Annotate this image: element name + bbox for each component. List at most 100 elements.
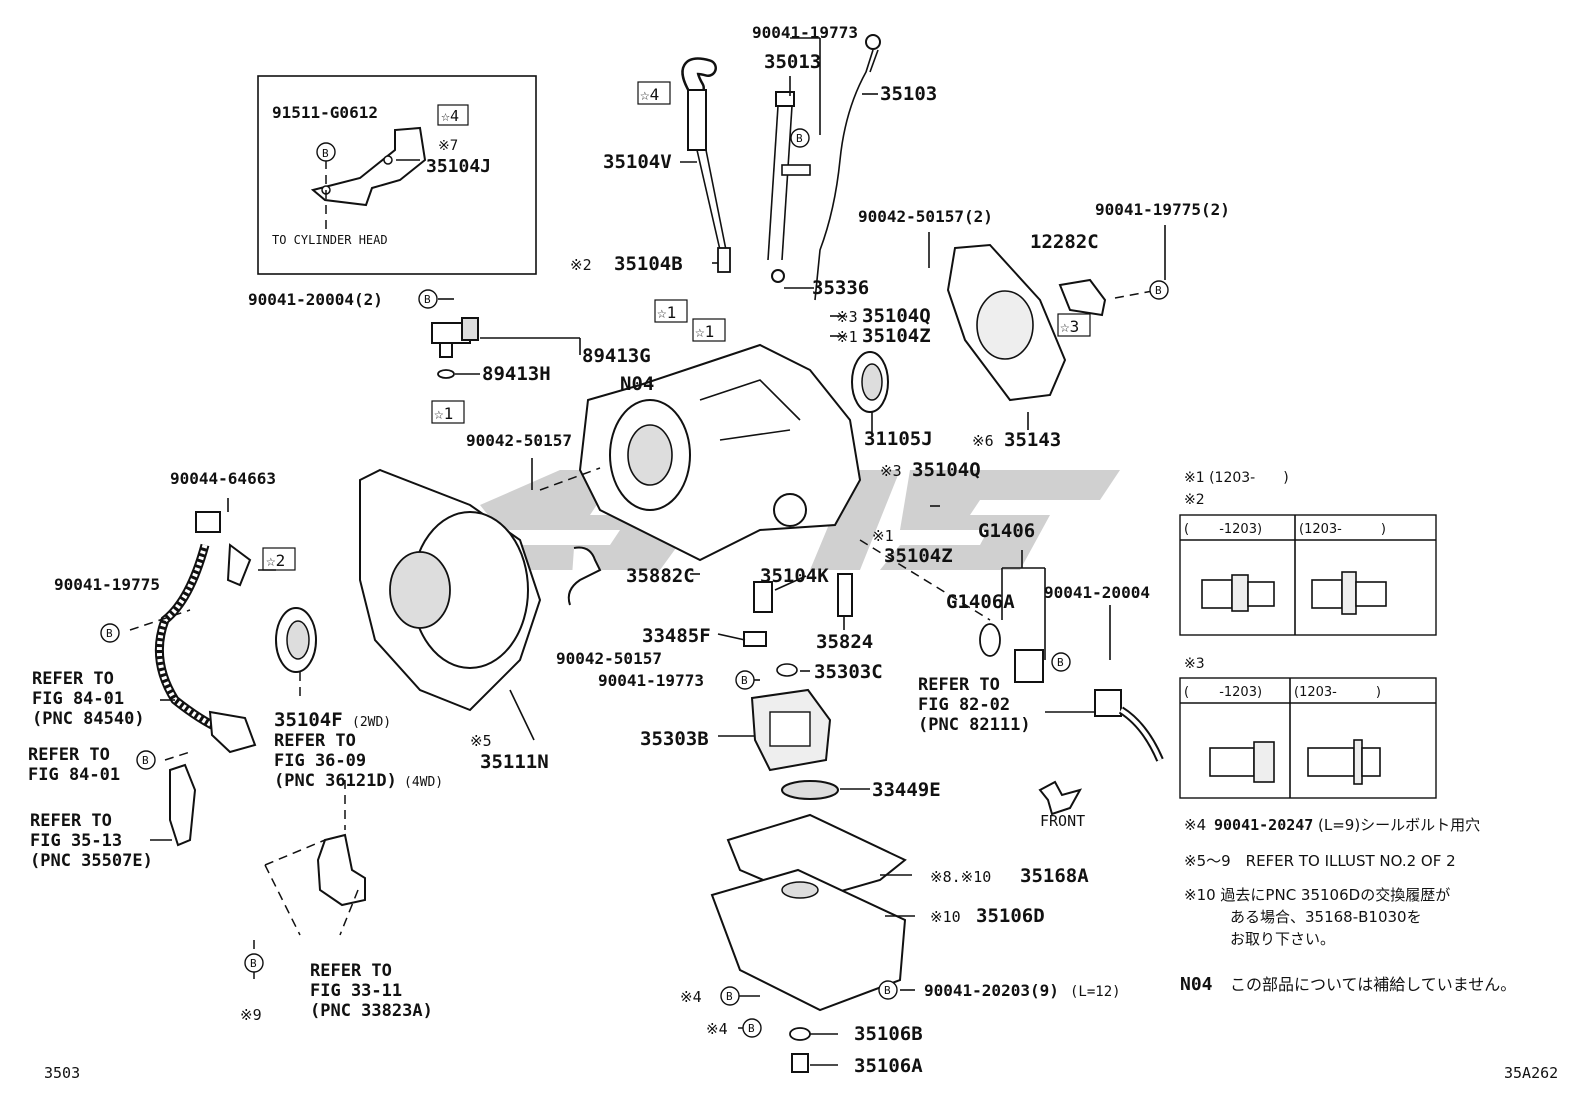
svg-text:REFER TO: REFER TO [28,745,110,765]
svg-text:FIG 84-01: FIG 84-01 [32,689,124,709]
svg-text:※4: ※4 [680,988,702,1006]
svg-text:( -1203): ( -1203) [1184,685,1262,700]
svg-text:(PNC 84540): (PNC 84540) [32,709,145,729]
svg-text:☆1: ☆1 [657,303,676,322]
bolt-old-icon [1209,741,1275,783]
svg-text:(2WD): (2WD) [352,715,391,730]
svg-text:(PNC 33823A): (PNC 33823A) [310,1001,433,1021]
svg-text:35013: 35013 [764,51,821,73]
svg-text:35111N: 35111N [480,751,549,773]
front-arrow-icon [1038,780,1083,816]
svg-text:※1: ※1 [836,328,858,346]
svg-text:ある場合、35168-B1030を: ある場合、35168-B1030を [1230,908,1422,926]
svg-text:12282C: 12282C [1030,231,1099,253]
bolt-markers [100,128,1169,1038]
inset-mark: ※7 [438,138,458,154]
svg-text:90041-19775: 90041-19775 [54,575,160,594]
svg-text:89413G: 89413G [582,345,651,367]
svg-text:FIG 84-01: FIG 84-01 [28,765,120,785]
svg-text:( -1203): ( -1203) [1184,522,1262,537]
inset-part2-label: 35104J [426,156,491,177]
svg-text:90042-50157: 90042-50157 [466,431,572,450]
svg-text:90041-19773: 90041-19773 [752,23,858,42]
svg-text:35106D: 35106D [976,905,1045,927]
svg-text:35336: 35336 [812,277,869,299]
svg-text:35143: 35143 [1004,429,1061,451]
svg-text:☆1: ☆1 [695,322,714,341]
svg-text:31105J: 31105J [864,428,933,450]
svg-text:B: B [424,293,431,306]
svg-text:35882C: 35882C [626,565,695,587]
svg-text:90041-20203(9): 90041-20203(9) [924,981,1059,1000]
star-boxes [262,81,1091,571]
svg-text:※3: ※3 [1184,656,1205,672]
svg-text:90041-19775(2): 90041-19775(2) [1095,200,1230,219]
strainer-35303B [750,688,832,772]
inset-box [257,75,537,275]
oil-pan [710,813,907,1012]
svg-text:G1406: G1406 [978,520,1035,542]
bolt-b-marker [316,142,336,162]
svg-text:REFER TO: REFER TO [274,731,356,751]
svg-text:B: B [1155,284,1162,297]
svg-text:90042-50157(2): 90042-50157(2) [858,207,993,226]
svg-text:REFER TO: REFER TO [30,811,112,831]
speed-sensor [431,317,479,379]
svg-text:35104K: 35104K [760,565,829,587]
bolt-marker-letters: B B B B B B B B B B B [106,132,1162,1035]
bracket-12282C [1058,278,1107,317]
bracket-3513 [169,763,197,847]
breather-hose [681,57,731,273]
svg-text:FRONT: FRONT [1040,812,1085,830]
svg-text:☆1: ☆1 [434,404,453,423]
svg-text:※4: ※4 [1184,816,1206,834]
svg-text:B: B [106,627,113,640]
svg-text:B: B [726,990,733,1003]
vent-tube [767,91,811,261]
svg-text:(1203- ): (1203- ) [1299,522,1386,537]
svg-text:90044-64663: 90044-64663 [170,469,276,488]
svg-text:※9: ※9 [240,1006,262,1024]
svg-text:この部品については補給していません。: この部品については補給していません。 [1230,975,1516,994]
svg-text:(L=9)シールボルト用穴: (L=9)シールボルト用穴 [1318,816,1480,834]
svg-text:※1 (1203- ): ※1 (1203- ) [1184,470,1289,486]
dipstick [814,34,881,301]
svg-text:33449E: 33449E [872,779,941,801]
svg-text:33485F: 33485F [642,625,711,647]
svg-text:※4: ※4 [706,1020,728,1038]
wire-harness [154,511,257,754]
neutral-switch [979,623,1164,762]
svg-text:※10: ※10 [930,908,961,926]
svg-text:FIG 35-13: FIG 35-13 [30,831,122,851]
svg-text:89413H: 89413H [482,363,551,385]
svg-text:35824: 35824 [816,631,873,653]
svg-text:90041-20247: 90041-20247 [1214,816,1313,834]
part-labels: 90041-19773 35013 35103 ☆4 35104V ※2 351… [28,23,1558,1082]
svg-text:B: B [1057,656,1064,669]
svg-text:35106B: 35106B [854,1023,923,1045]
svg-text:(4WD): (4WD) [404,775,443,790]
svg-text:B: B [884,984,891,997]
svg-text:※5: ※5 [470,732,492,750]
fitting-old-icon [1201,574,1275,612]
fitting-new-icon [1311,571,1387,615]
svg-text:35A262: 35A262 [1504,1064,1558,1082]
svg-text:※10 過去にPNC 35106Dの交換履歴が: ※10 過去にPNC 35106Dの交換履歴が [1184,886,1450,904]
svg-text:FIG 33-11: FIG 33-11 [310,981,402,1001]
svg-text:(PNC 36121D): (PNC 36121D) [274,771,397,791]
oil-seal-31105J [851,351,889,413]
spring-35104K [753,581,773,613]
svg-text:※2: ※2 [570,256,592,274]
inset-star: ☆4 [441,107,459,125]
svg-text:※2: ※2 [1184,492,1205,508]
svg-text:B: B [796,132,803,145]
svg-text:N04: N04 [1180,974,1213,995]
svg-text:B: B [142,754,149,767]
clamp-33485F [743,631,767,647]
svg-text:35106A: 35106A [854,1055,923,1077]
svg-text:35303B: 35303B [640,728,709,750]
svg-text:90041-19773: 90041-19773 [598,671,704,690]
svg-text:FIG 36-09: FIG 36-09 [274,751,366,771]
